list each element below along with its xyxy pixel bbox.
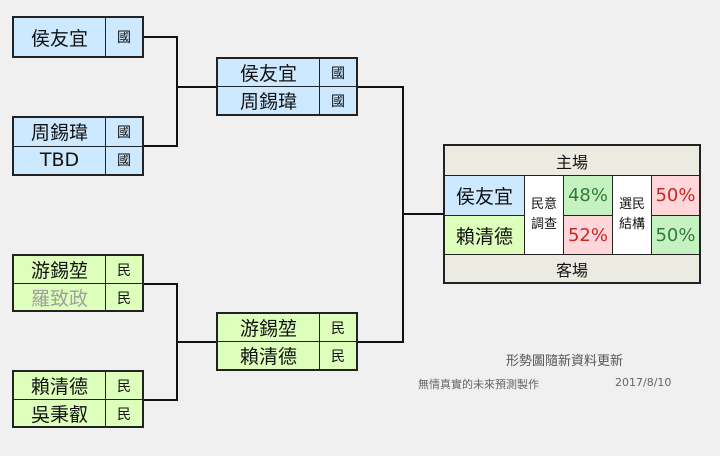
bracket-pair-chou-tbd: 周錫瑋 國 TBD 國: [12, 116, 144, 176]
candidate-name: 游錫堃: [30, 260, 88, 282]
bracket-entry-yu-shyi-kun-round1: 游錫堃 民: [14, 256, 142, 283]
party-label: 民: [319, 314, 356, 341]
structure-dpp-value: 50%: [651, 216, 699, 254]
party-label: 國: [319, 87, 356, 114]
bracket-pair-round2-kmt: 侯友宜 國 周錫瑋 國: [216, 57, 358, 116]
candidate-name: 吳秉叡: [30, 404, 88, 426]
bracket-pair-lai-wu: 賴清德 民 吳秉叡 民: [12, 370, 144, 428]
bracket-entry-lo-chih-cheng-round1: 羅致政 民: [14, 283, 142, 311]
candidate-name: 游錫堃: [239, 318, 297, 340]
poll-dpp-value: 52%: [563, 216, 613, 254]
candidate-name: 周錫瑋: [30, 122, 88, 145]
party-label: 國: [105, 18, 142, 56]
bracket-entry-yu-shyi-kun-round2: 游錫堃 民: [218, 314, 356, 341]
away-footer: 客場: [445, 254, 699, 282]
party-label: 國: [105, 146, 142, 174]
party-label: 民: [319, 342, 356, 369]
credit-text: 無情真實的未來預測製作: [418, 378, 539, 391]
candidate-name: 周錫瑋: [239, 91, 297, 113]
home-header: 主場: [445, 146, 699, 176]
update-note: 形勢圖隨新資料更新: [506, 354, 624, 369]
candidate-name-eliminated: 羅致政: [30, 288, 88, 310]
candidate-name: TBD: [39, 149, 80, 172]
candidate-name: 賴清德: [239, 346, 297, 368]
date-text: 2017/8/10: [615, 376, 672, 389]
poll-label-line1: 民意: [530, 197, 557, 212]
final-kmt-candidate: 侯友宜: [445, 176, 525, 216]
final-matchup-panel: 主場 侯友宜 賴清德 民意 調查 48% 52% 選民 結構 50% 50% 客…: [443, 144, 701, 284]
structure-kmt-value: 50%: [651, 176, 699, 216]
connector-line: [176, 36, 178, 147]
connector-line: [358, 86, 404, 88]
party-label: 民: [105, 372, 142, 399]
candidate-name: 賴清德: [30, 376, 88, 398]
candidate-name: 侯友宜: [239, 63, 297, 85]
structure-label-line2: 結構: [618, 217, 645, 232]
connector-line: [144, 36, 178, 38]
connector-line: [176, 341, 216, 343]
party-label: 民: [105, 400, 142, 427]
structure-label-line1: 選民: [618, 197, 645, 212]
poll-label: 民意 調查: [525, 176, 563, 254]
bracket-entry-lai-ching-te-round1: 賴清德 民: [14, 372, 142, 399]
bracket-pair-yu-lo: 游錫堃 民 羅致政 民: [12, 254, 144, 312]
connector-line: [144, 399, 178, 401]
bracket-entry-tbd-round1: TBD 國: [14, 145, 142, 174]
bracket-entry-hou-yu-ih-round1: 侯友宜 國: [12, 16, 144, 58]
connector-line: [144, 283, 178, 285]
final-dpp-candidate: 賴清德: [445, 216, 525, 254]
bracket-entry-lai-ching-te-round2: 賴清德 民: [218, 341, 356, 369]
bracket-entry-chou-hsi-wei-round2: 周錫瑋 國: [218, 86, 356, 114]
bracket-entry-chou-hsi-wei-round1: 周錫瑋 國: [14, 118, 142, 146]
bracket-entry-wu-ping-jui-round1: 吳秉叡 民: [14, 399, 142, 427]
bracket-entry-hou-yu-ih-round2: 侯友宜 國: [218, 59, 356, 86]
party-label: 民: [105, 284, 142, 311]
voter-structure-label: 選民 結構: [613, 176, 651, 254]
bracket-pair-round2-dpp: 游錫堃 民 賴清德 民: [216, 312, 358, 371]
party-label: 民: [105, 256, 142, 283]
party-label: 國: [319, 59, 356, 86]
poll-label-line2: 調查: [530, 217, 557, 232]
poll-kmt-value: 48%: [563, 176, 613, 216]
connector-line: [144, 145, 178, 147]
connector-line: [176, 86, 216, 88]
party-label: 國: [105, 118, 142, 146]
candidate-name: 侯友宜: [30, 27, 88, 50]
connector-line: [402, 213, 444, 215]
connector-line: [358, 341, 404, 343]
